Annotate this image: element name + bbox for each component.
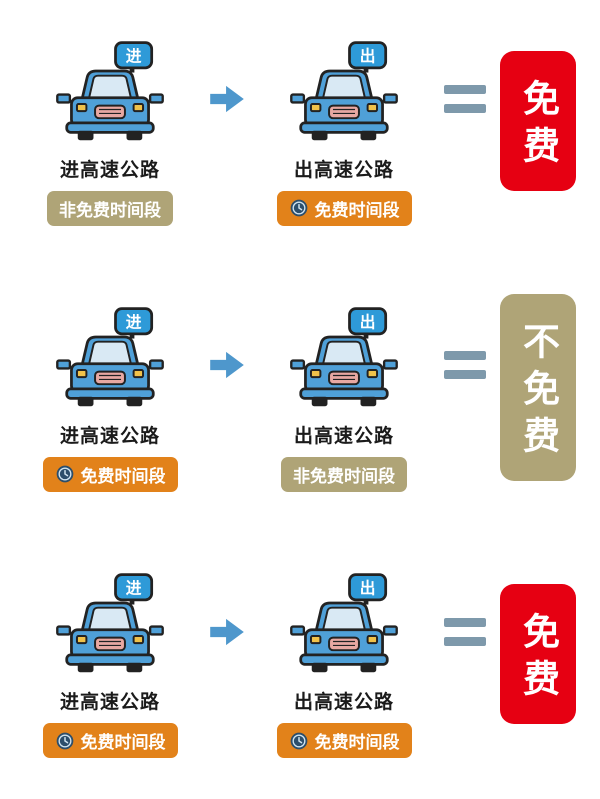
equals-icon bbox=[444, 351, 486, 380]
clock-icon bbox=[55, 731, 75, 751]
flag-sign bbox=[114, 40, 154, 69]
equals-icon bbox=[444, 85, 486, 114]
result-label: 不免费 bbox=[516, 321, 560, 463]
time-tag-label: 免费时间段 bbox=[314, 200, 400, 221]
time-tag-label: 非免费时间段 bbox=[59, 200, 161, 221]
station-label: 出高速公路 bbox=[293, 158, 394, 181]
time-tag: 免费时间段 bbox=[42, 723, 178, 759]
station-label: 出高速公路 bbox=[293, 691, 394, 714]
bumper bbox=[65, 121, 155, 134]
time-tag: 免费时间段 bbox=[276, 723, 412, 759]
flag-label: 进 bbox=[126, 46, 142, 65]
flag-label: 进 bbox=[126, 313, 142, 332]
rule-row-2: 进 进高速公路 免费时间段 bbox=[0, 266, 600, 532]
flag-sign bbox=[114, 307, 154, 336]
arrow-icon bbox=[210, 352, 244, 379]
time-tag-label: 免费时间段 bbox=[314, 733, 400, 754]
clock-icon bbox=[55, 464, 75, 484]
result-label: 免费 bbox=[516, 79, 560, 174]
result-badge: 免费 bbox=[500, 51, 576, 192]
result-badge: 免费 bbox=[500, 583, 576, 724]
flag-label: 进 bbox=[126, 579, 142, 598]
time-tag: 免费时间段 bbox=[276, 190, 412, 226]
arrow-icon bbox=[210, 618, 244, 645]
flag-label: 出 bbox=[360, 313, 376, 332]
time-tag-label: 非免费时间段 bbox=[293, 466, 395, 487]
exit-station: 出 出高速公路 免费时间段 bbox=[258, 40, 430, 226]
enter-station: 进 进高速公路 非免费时间段 bbox=[24, 40, 196, 226]
equals-icon bbox=[444, 617, 486, 646]
headlight-right bbox=[132, 102, 145, 112]
wheel-right bbox=[126, 130, 143, 140]
flag-sign bbox=[348, 573, 388, 602]
mirror-left bbox=[56, 93, 72, 104]
time-tag-label: 免费时间段 bbox=[80, 733, 166, 754]
car-enter-icon: 进 bbox=[56, 40, 164, 140]
car-exit-icon: 出 bbox=[290, 307, 398, 407]
station-label: 进高速公路 bbox=[59, 158, 160, 181]
flag-sign bbox=[114, 573, 154, 602]
result-label: 免费 bbox=[516, 611, 560, 706]
time-tag: 非免费时间段 bbox=[47, 190, 173, 226]
windshield bbox=[87, 74, 133, 100]
mirror-right bbox=[148, 93, 164, 104]
rule-row-1: 进 进高速公路 非免费时间段 bbox=[0, 0, 600, 266]
station-label: 进高速公路 bbox=[59, 424, 160, 447]
station-label: 出高速公路 bbox=[293, 424, 394, 447]
headlight-left bbox=[75, 102, 88, 112]
grille bbox=[94, 104, 126, 119]
flag-label: 出 bbox=[360, 46, 376, 65]
flag-sign bbox=[348, 40, 388, 69]
wheel-left bbox=[77, 130, 94, 140]
enter-station: 进 进高速公路 免费时间段 bbox=[24, 307, 196, 492]
time-tag: 免费时间段 bbox=[42, 456, 178, 492]
time-tag-label: 免费时间段 bbox=[80, 466, 166, 487]
exit-station: 出 出高速公路 非免费时间段 bbox=[258, 307, 430, 492]
flag-label: 出 bbox=[360, 579, 376, 598]
rule-row-3: 进 进高速公路 免费时间段 bbox=[0, 533, 600, 799]
arrow-icon bbox=[210, 86, 244, 113]
flag-sign bbox=[348, 307, 388, 336]
clock-icon bbox=[289, 731, 309, 751]
car-enter-icon: 进 bbox=[56, 573, 164, 673]
enter-station: 进 进高速公路 免费时间段 bbox=[24, 573, 196, 759]
exit-station: 出 出高速公路 免费时间段 bbox=[258, 573, 430, 759]
time-tag: 非免费时间段 bbox=[281, 456, 407, 492]
car-exit-icon: 出 bbox=[290, 40, 398, 140]
clock-icon bbox=[289, 198, 309, 218]
car-enter-icon: 进 bbox=[56, 307, 164, 407]
station-label: 进高速公路 bbox=[59, 691, 160, 714]
car-exit-icon: 出 bbox=[290, 573, 398, 673]
result-badge: 不免费 bbox=[500, 293, 576, 481]
